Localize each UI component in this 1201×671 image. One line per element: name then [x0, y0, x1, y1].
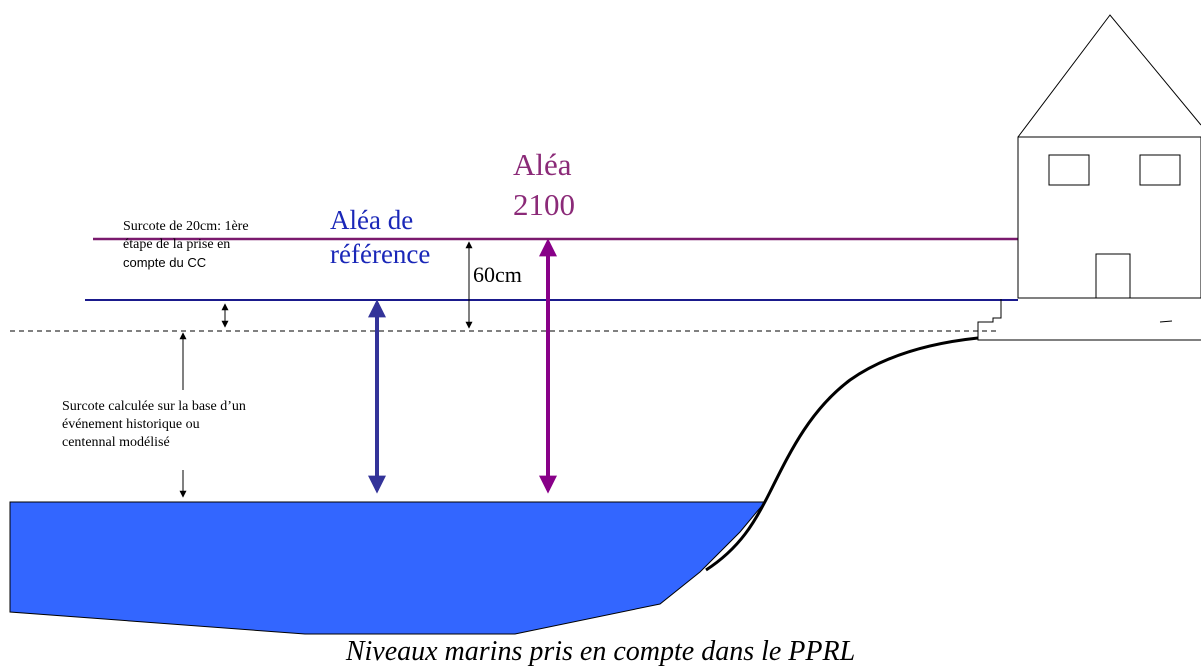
house-window-left: [1048, 154, 1090, 186]
surcote-20cm-label: Surcote de 20cm: 1ère étape de la prise …: [123, 218, 249, 272]
surcote-20cm-label-line-2: étape de la prise en: [123, 237, 231, 252]
surcote-calculee-label: Surcote calculée sur la base d’un événem…: [62, 398, 246, 452]
house-door: [1095, 253, 1131, 299]
alea-reference-label: Aléa de référence: [330, 203, 430, 271]
sixty-cm-label: 60cm: [473, 262, 522, 287]
surcote-calculee-label-line-1: Surcote calculée sur la base d’un: [62, 399, 246, 414]
sea-water: [9, 501, 767, 635]
figure-caption: Niveaux marins pris en compte dans le PP…: [345, 636, 856, 667]
surcote-calculee-label-line-2: événement historique ou: [62, 417, 200, 432]
house-window-right: [1139, 154, 1181, 186]
alea-reference-label-line-1: Aléa de: [330, 205, 414, 235]
alea-2100-label: Aléa 2100: [513, 145, 575, 225]
alea-reference-label-line-2: référence: [330, 239, 431, 269]
foundation-mark: [1159, 320, 1173, 323]
alea-2100-label-line-1: Aléa: [513, 147, 572, 182]
surcote-20cm-label-line-3: compte du CC: [123, 255, 207, 270]
alea-2100-label-line-2: 2100: [513, 187, 575, 222]
coastal-slope: [705, 336, 979, 572]
surcote-calculee-label-line-3: centennal modélisé: [62, 435, 170, 450]
house-roof: [1017, 14, 1201, 138]
house-foundation: [977, 299, 1201, 341]
surcote-20cm-label-line-1: Surcote de 20cm: 1ère: [123, 219, 249, 234]
